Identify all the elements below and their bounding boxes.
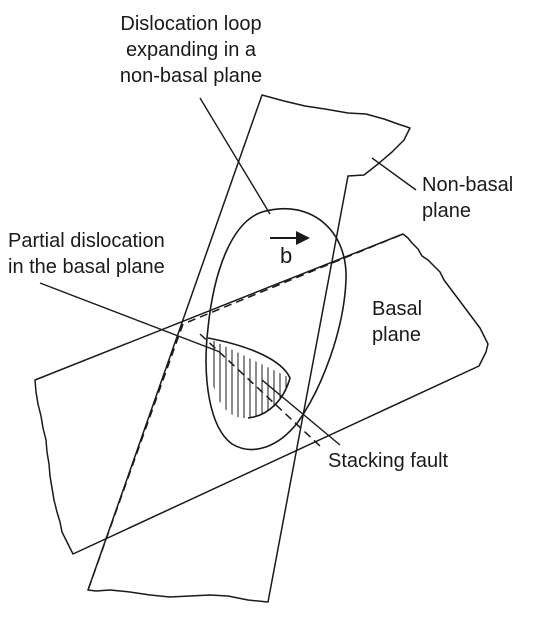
label-burgers-vector: b [280,243,293,268]
leader-line-dislocation-loop [199,97,271,215]
leader-line-stacking-fault [261,379,341,446]
leader-line-non-basal-plane [371,157,417,191]
basal-plane-outline [34,233,489,555]
label-non-basal-plane: Non-basal plane [422,174,514,222]
label-partial-dislocation: Partial dislocation in the basal plane [8,230,165,278]
basal-plane-hidden-edge [187,233,404,323]
leader-line-partial-dislocation [39,282,221,353]
label-stacking-fault: Stacking fault [328,450,449,472]
label-dislocation-loop: Dislocation loop expanding in a non-basa… [119,13,263,87]
label-basal-plane: Basal plane [372,298,423,346]
dislocation-loop [205,207,347,451]
non-basal-plane-hidden-edge [87,323,184,591]
burgers-vector-arrow [270,231,310,245]
non-basal-plane-outline [87,94,411,603]
